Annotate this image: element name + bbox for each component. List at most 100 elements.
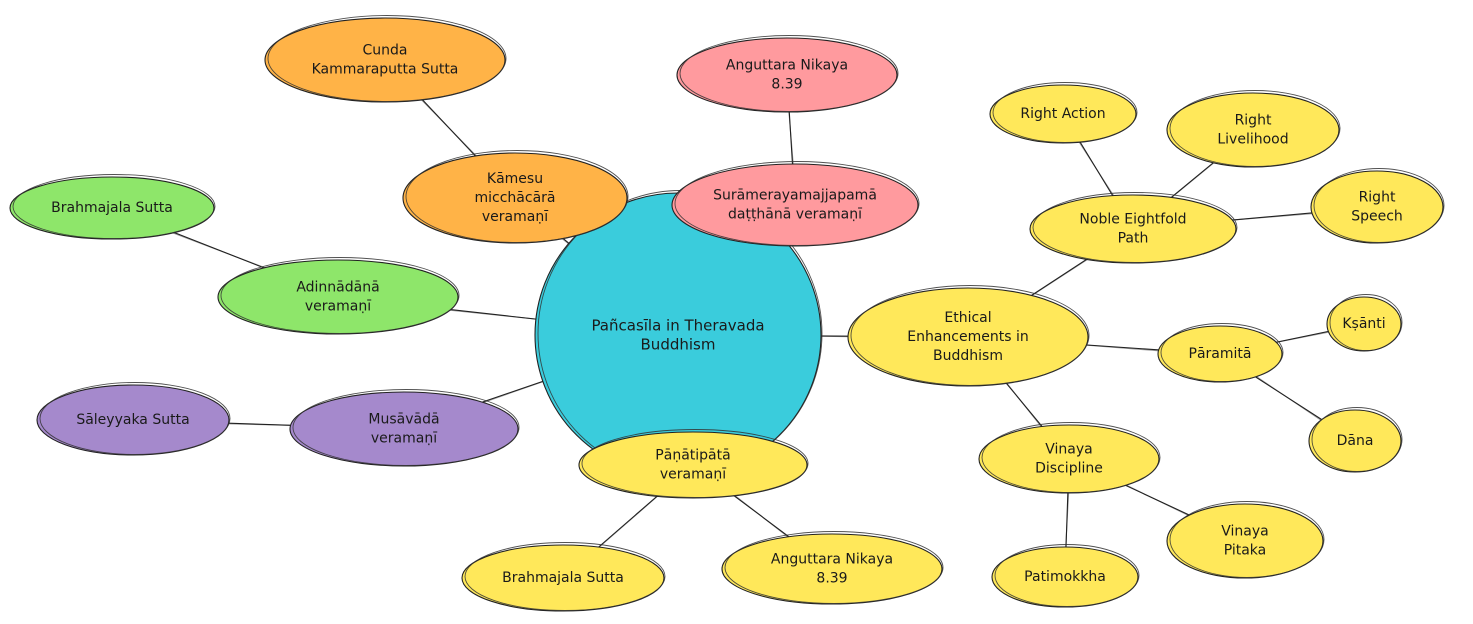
- node-label-line: veramaṇī: [305, 299, 371, 315]
- node-shape-vinaya: [978, 424, 1160, 494]
- node-label-line: Dāna: [1337, 433, 1374, 449]
- node-shape-anguttara-top: [676, 37, 898, 113]
- node-outline-sketch-cunda: [267, 15, 507, 102]
- node-outline-sketch-brahmajala-bottom: [464, 542, 666, 611]
- node-outline-sketch-right-livelihood: [1169, 90, 1341, 167]
- node-label-line: veramaṇī: [482, 209, 548, 225]
- node-outline-sketch-brahmajala-top: [12, 174, 216, 239]
- node-label-patimokkha: Patimokkha: [1024, 569, 1106, 585]
- node-label-line: micchācārā: [475, 190, 556, 206]
- node-shape-brahmajala-bottom: [461, 544, 665, 612]
- node-shape-ethical: [847, 287, 1089, 387]
- node-label-line: Cunda: [363, 43, 408, 59]
- node-kamesu[interactable]: Kāmesu micchācārā veramaṇī: [402, 150, 629, 244]
- node-label-paramita: Pāramitā: [1189, 346, 1252, 362]
- node-shape-right-speech: [1310, 170, 1444, 244]
- node-outline-sketch-ethical: [850, 285, 1090, 386]
- node-label-line: Pañcasīla in Theravada: [591, 316, 764, 334]
- node-shape-paramita: [1157, 325, 1283, 383]
- node-outline-sketch-patimokkha: [994, 544, 1140, 607]
- node-patimokkha[interactable]: Patimokkha: [991, 544, 1140, 608]
- node-shape-panatipata: [578, 431, 808, 499]
- node-shape-right-action: [989, 84, 1137, 144]
- node-outline-sketch-surameraya: [674, 161, 920, 246]
- node-shape-saleyyaka: [36, 384, 230, 456]
- node-label-line: Right: [1235, 113, 1272, 129]
- node-outline-sketch-right-speech: [1313, 168, 1445, 243]
- node-shape-kamesu: [402, 152, 628, 244]
- node-shape-patimokkha: [991, 546, 1139, 608]
- node-outline-sketch-adinnadana: [220, 257, 460, 334]
- node-outline-sketch-musavada: [292, 389, 520, 466]
- node-label-line: Anguttara Nikaya: [726, 58, 848, 74]
- node-shape-noble: [1029, 194, 1237, 264]
- node-label-line: veramaṇī: [660, 467, 726, 483]
- node-label-line: Path: [1118, 231, 1149, 247]
- node-right-action[interactable]: Right Action: [989, 82, 1138, 144]
- node-dana[interactable]: Dāna: [1308, 407, 1403, 473]
- node-label-line: Pitaka: [1224, 543, 1267, 559]
- node-shape-musavada: [289, 391, 519, 467]
- node-label-surameraya: Surāmerayamajjapamā daṭṭhānā veramaṇī: [713, 188, 877, 223]
- node-label-line: Kāmesu: [487, 171, 543, 187]
- node-label-line: Brahmajala Sutta: [502, 570, 624, 586]
- node-brahmajala-bottom[interactable]: Brahmajala Sutta: [461, 542, 666, 612]
- node-label-line: Vinaya: [1221, 524, 1268, 540]
- node-label-line: Patimokkha: [1024, 569, 1106, 585]
- node-label-line: Speech: [1351, 209, 1403, 225]
- node-label-line: 8.39: [816, 571, 847, 587]
- node-label-line: Buddhism: [641, 335, 716, 353]
- node-outline-sketch-vinaya-pitaka: [1169, 501, 1325, 578]
- node-outline-sketch-dana: [1311, 407, 1403, 472]
- node-label-line: daṭṭhānā veramaṇī: [728, 207, 862, 223]
- node-anguttara-top[interactable]: Anguttara Nikaya 8.39: [676, 35, 899, 113]
- node-label-line: Brahmajala Sutta: [51, 200, 173, 216]
- node-label-kamesu: Kāmesu micchācārā veramaṇī: [475, 171, 556, 225]
- node-label-brahmajala-top: Brahmajala Sutta: [51, 200, 173, 216]
- node-outline-sketch-anguttara-top: [679, 35, 899, 112]
- node-label-panatipata: Pāṇātipātā veramaṇī: [655, 448, 730, 483]
- node-surameraya[interactable]: Surāmerayamajjapamā daṭṭhānā veramaṇī: [671, 161, 920, 247]
- node-label-line: Surāmerayamajjapamā: [713, 188, 877, 204]
- node-saleyyaka[interactable]: Sāleyyaka Sutta: [36, 382, 231, 456]
- node-outline-sketch-anguttara-bottom: [724, 531, 944, 604]
- node-panatipata[interactable]: Pāṇātipātā veramaṇī: [578, 429, 809, 499]
- node-label-line: Ethical: [944, 310, 991, 326]
- node-shape-cunda: [264, 17, 506, 103]
- node-label-right-action: Right Action: [1020, 106, 1105, 122]
- node-outline-sketch-panatipata: [581, 429, 809, 498]
- node-label-line: Noble Eightfold: [1079, 212, 1186, 228]
- node-label-line: Vinaya: [1045, 442, 1092, 458]
- node-label-line: 8.39: [771, 77, 802, 93]
- node-paramita[interactable]: Pāramitā: [1157, 323, 1284, 383]
- node-brahmajala-top[interactable]: Brahmajala Sutta: [9, 174, 216, 240]
- node-label-saleyyaka: Sāleyyaka Sutta: [76, 412, 189, 428]
- node-label-anguttara-top: Anguttara Nikaya 8.39: [726, 58, 848, 93]
- node-label-line: Right: [1359, 190, 1396, 206]
- node-label-line: Pāṇātipātā: [655, 448, 730, 464]
- node-label-line: Discipline: [1035, 461, 1103, 477]
- node-shape-vinaya-pitaka: [1166, 503, 1324, 579]
- node-ksanti[interactable]: Kṣānti: [1326, 294, 1403, 352]
- node-outline-sketch-noble: [1032, 192, 1238, 263]
- node-label-line: Kammaraputta Sutta: [312, 62, 459, 78]
